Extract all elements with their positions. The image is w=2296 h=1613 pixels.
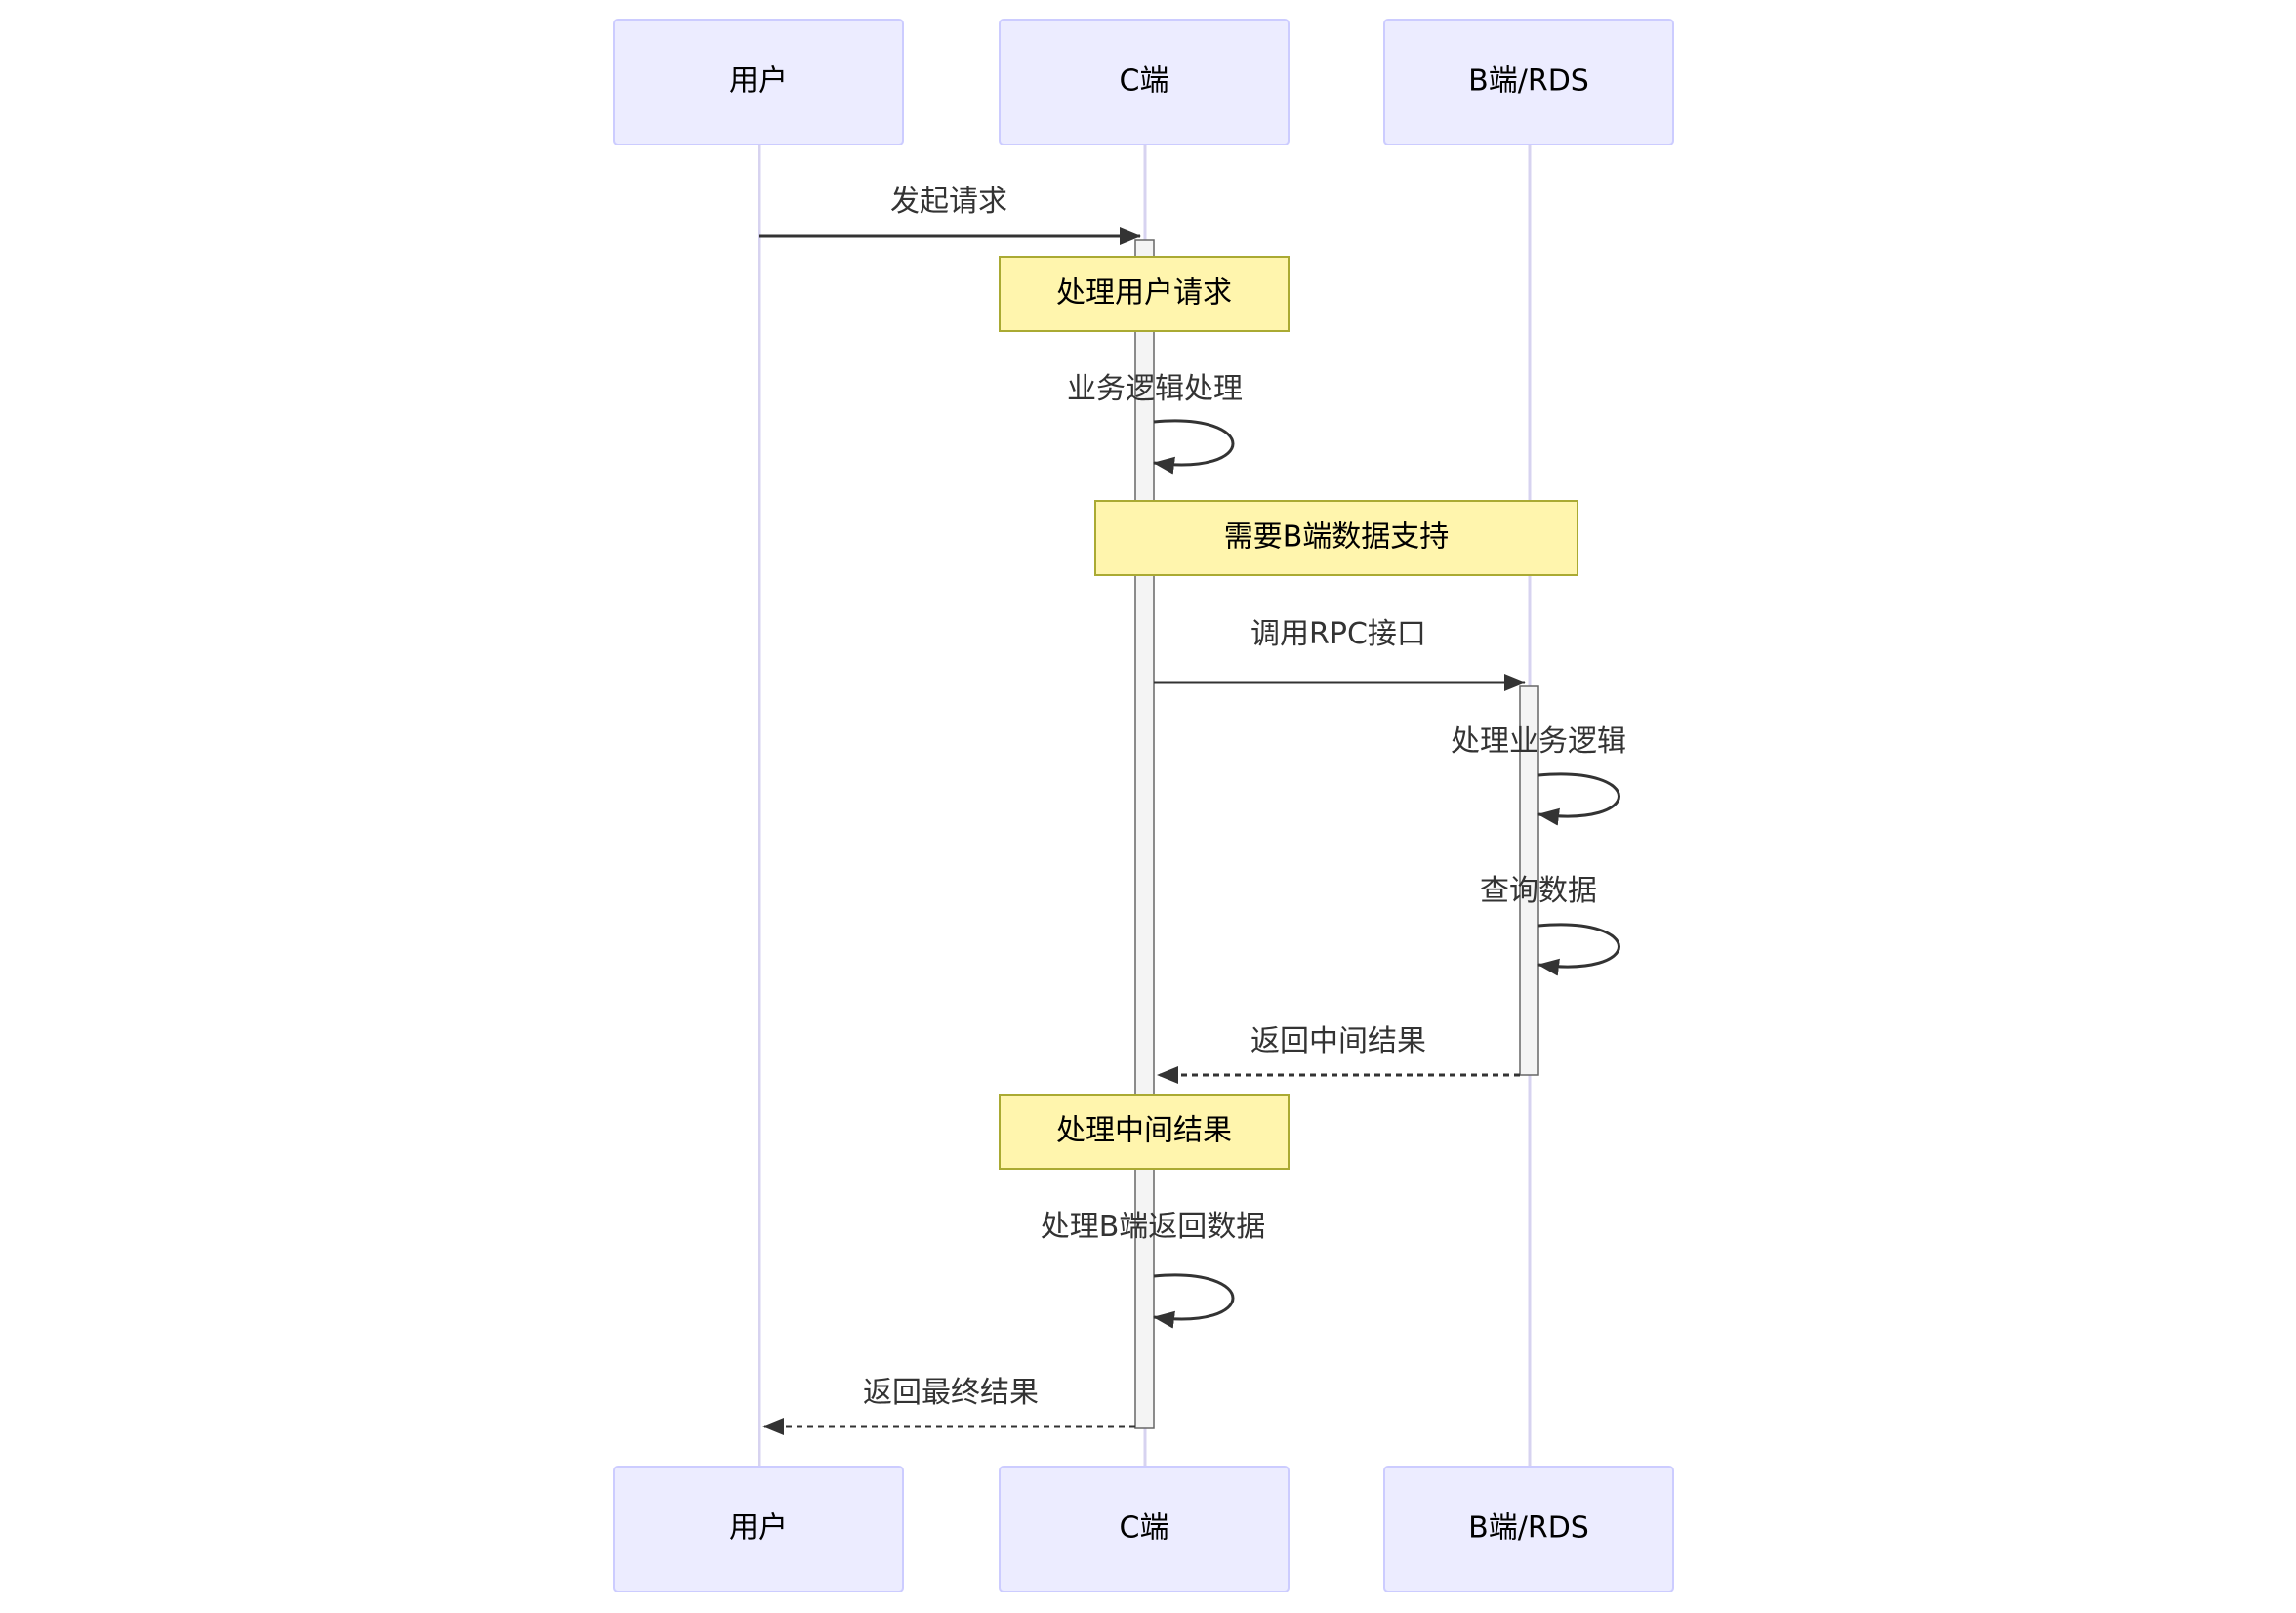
note-text: 处理中间结果	[1056, 1114, 1232, 1148]
actor-label: 用户	[729, 64, 788, 99]
actor-label: B端/RDS	[1468, 1511, 1589, 1546]
message-label: 返回中间结果	[1250, 1024, 1426, 1058]
activation-c	[1134, 239, 1155, 1429]
note-need-b-data: 需要B端数据支持	[1094, 500, 1578, 576]
message-label: 处理B端返回数据	[1041, 1210, 1266, 1244]
message-label: 返回最终结果	[863, 1376, 1039, 1410]
message-call-rpc: 调用RPC接口	[1154, 617, 1526, 691]
activation-b	[1519, 685, 1539, 1076]
actor-label: C端	[1120, 64, 1169, 99]
message-label: 发起请求	[890, 185, 1007, 219]
actor-label: 用户	[729, 1511, 788, 1546]
message-send-request: 发起请求	[759, 185, 1141, 245]
actor-c-bottom[interactable]: C端	[999, 1466, 1290, 1592]
message-label: 处理业务逻辑	[1451, 724, 1626, 759]
actor-label: B端/RDS	[1468, 64, 1589, 99]
note-text: 处理用户请求	[1056, 276, 1232, 310]
note-handle-user-request: 处理用户请求	[999, 256, 1290, 332]
note-text: 需要B端数据支持	[1224, 520, 1450, 555]
actor-user-bottom[interactable]: 用户	[613, 1466, 904, 1592]
actor-user-top[interactable]: 用户	[613, 19, 904, 145]
message-query-data: 查询数据	[1480, 874, 1620, 976]
message-label: 查询数据	[1480, 874, 1597, 908]
message-label: 业务逻辑处理	[1067, 372, 1243, 406]
message-process-business-logic: 处理业务逻辑	[1451, 724, 1626, 826]
message-process-b-data: 处理B端返回数据	[1041, 1210, 1266, 1329]
actor-b-top[interactable]: B端/RDS	[1383, 19, 1674, 145]
actor-c-top[interactable]: C端	[999, 19, 1290, 145]
note-handle-intermediate: 处理中间结果	[999, 1094, 1290, 1170]
message-business-logic: 业务逻辑处理	[1067, 372, 1243, 475]
actor-label: C端	[1120, 1511, 1169, 1546]
message-label: 调用RPC接口	[1250, 617, 1426, 651]
message-return-intermediate: 返回中间结果	[1157, 1024, 1520, 1084]
message-return-final: 返回最终结果	[762, 1376, 1135, 1435]
actor-b-bottom[interactable]: B端/RDS	[1383, 1466, 1674, 1592]
